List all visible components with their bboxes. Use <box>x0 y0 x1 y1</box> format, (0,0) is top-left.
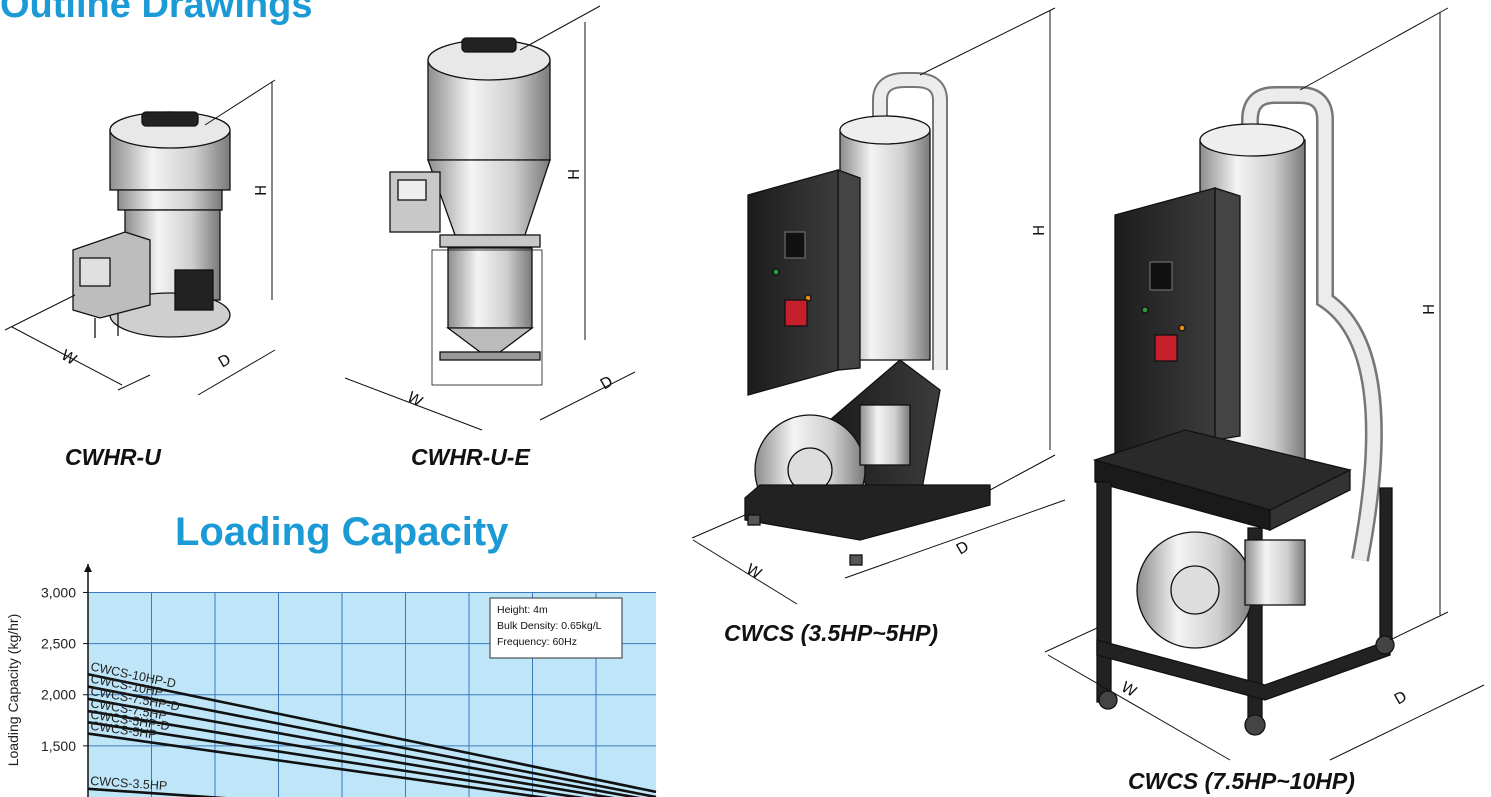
series-line <box>87 709 615 797</box>
cwhr-u-e-h-label: H <box>565 169 583 180</box>
caption-cwhr-u: CWHR-U <box>65 444 161 470</box>
loading-capacity-chart: 3,000 2,500 2,000 1,500 Loading Capacity (kg… <box>5 564 657 797</box>
cwhr-u-h-label: H <box>252 185 270 196</box>
cwhr-u-drawing <box>72 111 231 338</box>
cwhr-u-e-dimension-lines <box>344 5 636 431</box>
cwcs-small-dimension-lines <box>691 7 1066 605</box>
cwcs-small-drawing <box>744 72 991 566</box>
y-tick-label: 2,000 <box>41 687 76 703</box>
cwcs-small-w-label: W <box>743 560 765 583</box>
cwcs-large-d-label: D <box>1391 687 1410 708</box>
series-line <box>87 672 657 794</box>
series-label: CWCS-3.5HP <box>90 774 168 793</box>
cwcs-large-drawing <box>1092 86 1395 736</box>
info-box-line: Frequency: 60Hz <box>497 636 577 648</box>
cwhr-u-w-label: W <box>58 346 80 369</box>
series-line <box>87 787 227 797</box>
cwcs-large-h-label: H <box>1420 304 1438 315</box>
info-box-line: Bulk Density: 0.65kg/L <box>497 620 602 632</box>
caption-cwhr-u-e: CWHR-U-E <box>411 444 530 470</box>
cwcs-small-d-label: D <box>953 537 972 558</box>
info-box <box>489 597 623 659</box>
y-tick-label: 1,500 <box>41 738 76 754</box>
cwcs-small-h-label: H <box>1030 225 1048 236</box>
cwhr-u-dimension-lines <box>4 79 276 396</box>
chart-title: Loading Capacity <box>175 510 509 554</box>
series-line <box>87 697 641 797</box>
cwhr-u-d-label: D <box>215 350 234 371</box>
y-tick-label: 2,500 <box>41 636 76 652</box>
caption-cwcs-large: CWCS (7.5HP~10HP) <box>1128 768 1355 794</box>
series-line <box>87 732 549 797</box>
caption-cwcs-small: CWCS (3.5HP~5HP) <box>724 620 939 646</box>
series-line <box>87 721 585 797</box>
y-axis-arrow <box>84 564 92 572</box>
outline-drawings-title: Outline Drawings <box>0 0 313 26</box>
cwcs-large-dimension-lines <box>1044 7 1485 761</box>
cwhr-u-e-drawing <box>389 37 551 361</box>
series-line <box>87 685 657 797</box>
y-tick-label: 3,000 <box>41 584 76 600</box>
y-axis-label: Loading Capacity (kg/hr) <box>5 614 21 767</box>
info-box-line: Height: 4m <box>497 604 548 616</box>
